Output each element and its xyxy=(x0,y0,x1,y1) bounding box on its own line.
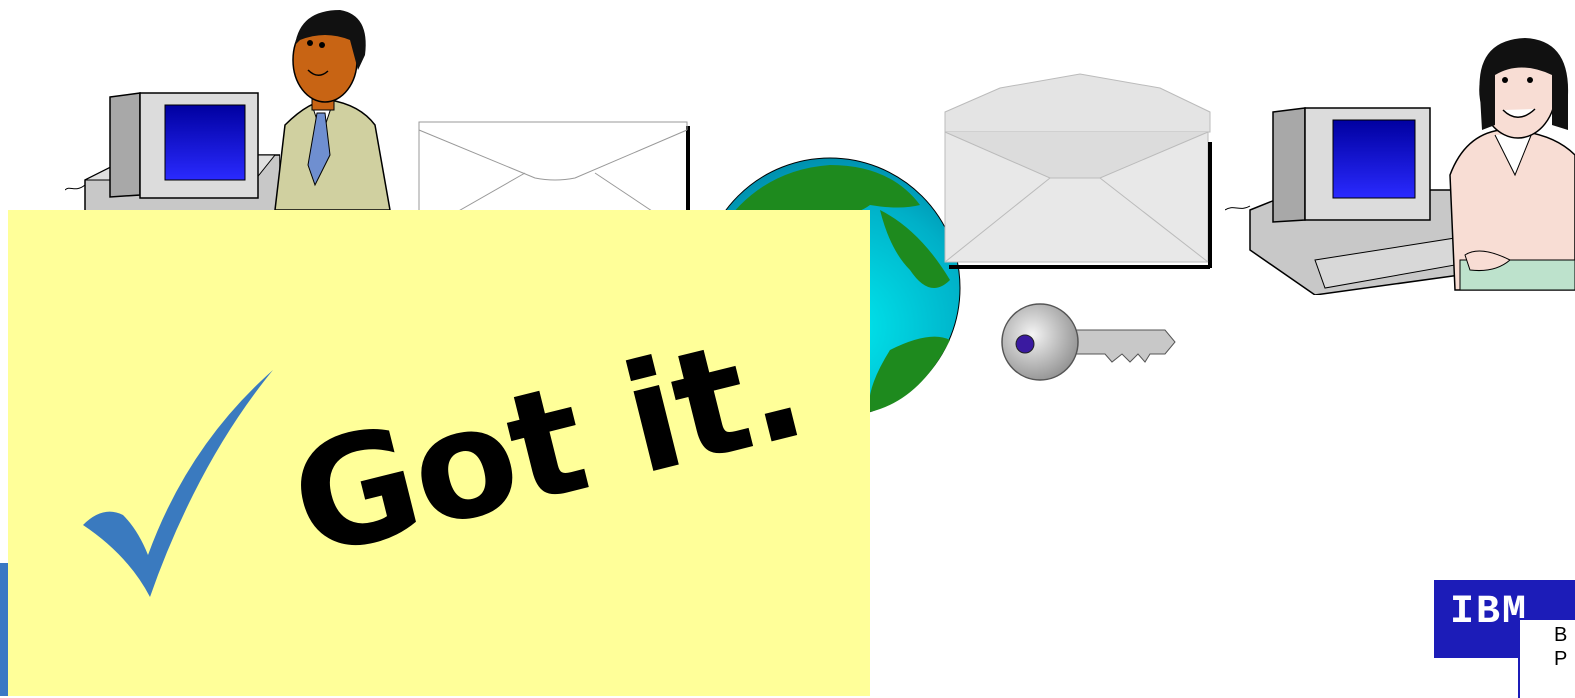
left-accent-bar xyxy=(0,563,8,696)
logo-caption-line2: P xyxy=(1554,648,1567,671)
sealed-envelope-icon xyxy=(940,70,1220,275)
logo-caption-panel: B P xyxy=(1518,618,1575,698)
receiver-computer-icon xyxy=(1225,100,1460,295)
logo-caption-line1: B xyxy=(1554,624,1567,647)
sender-man-icon xyxy=(270,5,395,215)
sender-computer-icon xyxy=(65,85,280,215)
checkmark-icon xyxy=(78,365,278,605)
receiver-woman-icon xyxy=(1440,35,1575,295)
key-icon xyxy=(1000,292,1180,392)
ibm-logo-text: IBM xyxy=(1450,590,1528,635)
open-envelope-icon xyxy=(415,118,695,213)
